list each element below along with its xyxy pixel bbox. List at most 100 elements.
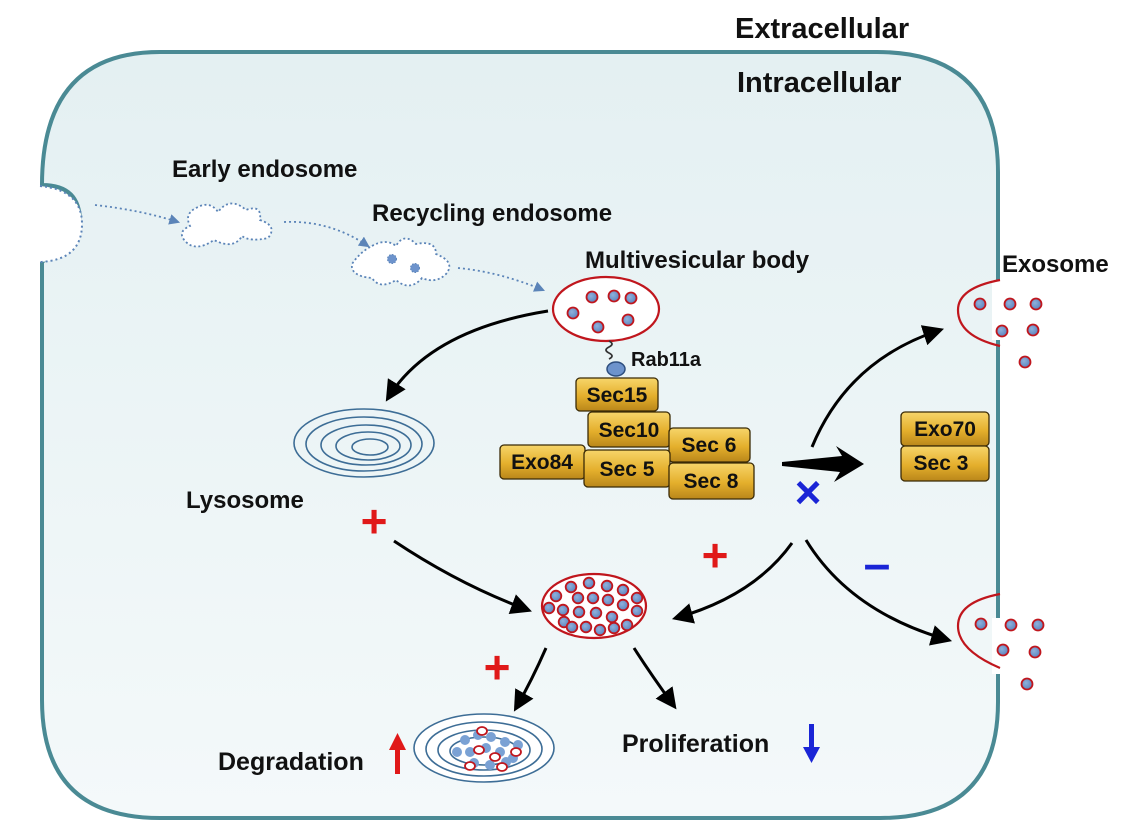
vesicle [582,576,596,590]
exocyst-complex: Sec15 Sec10 Sec 6 Exo84 Sec 5 Sec 8 Exo7… [499,377,990,500]
vesicle [585,290,599,304]
pit-mask [36,188,44,260]
vesicle [564,580,578,594]
vesicle [607,289,621,303]
degraded-membrane [473,745,485,755]
endocytic-pit [39,185,84,263]
degraded-cargo [465,747,475,757]
degraded-membrane [489,752,501,762]
sec6-box [668,427,751,463]
vesicle [630,591,644,605]
arrow-mvb-to-lysosome [385,309,549,402]
vesicle [566,306,580,320]
wedge-arrow [782,446,864,482]
sec8-box [668,462,755,500]
exo70-label: Exo70 [914,418,976,441]
sec6-label: Sec 6 [682,434,737,457]
exosome [974,617,988,631]
exosome [1020,677,1034,691]
sec8-label: Sec 8 [684,470,739,493]
plus-sign-accumulation: + [702,529,729,581]
vesicle [571,591,585,605]
arrow-lysosome-to-mvb [393,539,532,615]
vesicle [600,579,614,593]
arrow-block-to-mvb [671,542,794,624]
accumulated-mvb-vesicles [542,576,644,637]
recycling-cargo-2 [410,263,420,273]
exosome-label: Exosome [1002,251,1109,278]
lysosome-label: Lysosome [186,487,304,514]
sec5-label: Sec 5 [600,458,655,481]
minus-sign-secretion: – [864,538,891,591]
degraded-membrane [496,762,508,772]
degraded-cargo [460,735,470,745]
vesicle [579,620,593,634]
plus-sign-lysosome: + [361,495,388,547]
arrow-mvb-to-proliferation [632,647,677,710]
exosome-bud-bottom [956,592,1001,670]
degradation-label: Degradation [218,748,364,776]
degraded-cargo [485,760,495,770]
degraded-membrane [464,761,476,771]
membrane-gap-top [992,280,1012,340]
vesicle [605,610,619,624]
vesicle [621,313,635,327]
vesicle [556,603,570,617]
arrow-pit-to-early [94,204,181,225]
exosome [1028,645,1042,659]
down-arrow-icon [803,724,820,763]
recycling-endosome-label: Recycling endosome [372,200,612,227]
vesicle [624,291,638,305]
early-endosome-label: Early endosome [172,156,357,183]
exosome-bud-top [956,278,1001,348]
sec15-label: Sec15 [587,384,648,407]
sec3-box [900,445,990,482]
exosome [995,324,1009,338]
proliferation-label: Proliferation [622,730,769,758]
exosome [973,297,987,311]
mvb-label: Multivesicular body [585,247,810,274]
vesicle [620,618,634,632]
exosome [996,643,1010,657]
rab11a-protein [606,361,626,377]
vesicle [630,604,644,618]
exosomes-bottom [974,617,1045,691]
vesicle [593,623,607,637]
vesicle [542,601,556,615]
exosome [1018,355,1032,369]
exosome [1026,323,1040,337]
sec15-box [575,377,659,412]
vesicle [601,593,615,607]
rab11a-label: Rab11a [631,349,702,371]
vesicle [616,598,630,612]
degraded-cargo [500,737,510,747]
blocked-x-icon: × [795,466,822,518]
up-arrow-icon [389,733,406,774]
vesicle [591,320,605,334]
early-endosome-shape [180,202,273,248]
mvb-vesicles [566,289,638,334]
plus-sign-degradation: + [484,641,511,693]
recycling-cargo-1 [387,254,397,264]
recycling-endosome-shape [350,237,451,287]
vesicle [607,621,621,635]
vesicle [586,591,600,605]
vesicle [572,605,586,619]
extracellular-label: Extracellular [735,13,909,45]
exosome [1029,297,1043,311]
exosomes-top [973,297,1043,369]
arrow-mvb-to-degradation [513,647,548,712]
arrow-to-exosome-bottom [804,539,953,646]
degraded-membrane [510,747,522,757]
vesicle [616,583,630,597]
rab11a-linker [605,340,613,360]
sec3-label: Sec 3 [914,452,969,475]
vesicle [549,589,563,603]
exo84-label: Exo84 [511,451,573,474]
exosome [1004,618,1018,632]
sec10-label: Sec10 [599,419,660,442]
arrow-to-exosome-top [810,325,944,448]
vesicle [589,606,603,620]
degraded-vesicles [452,726,523,772]
